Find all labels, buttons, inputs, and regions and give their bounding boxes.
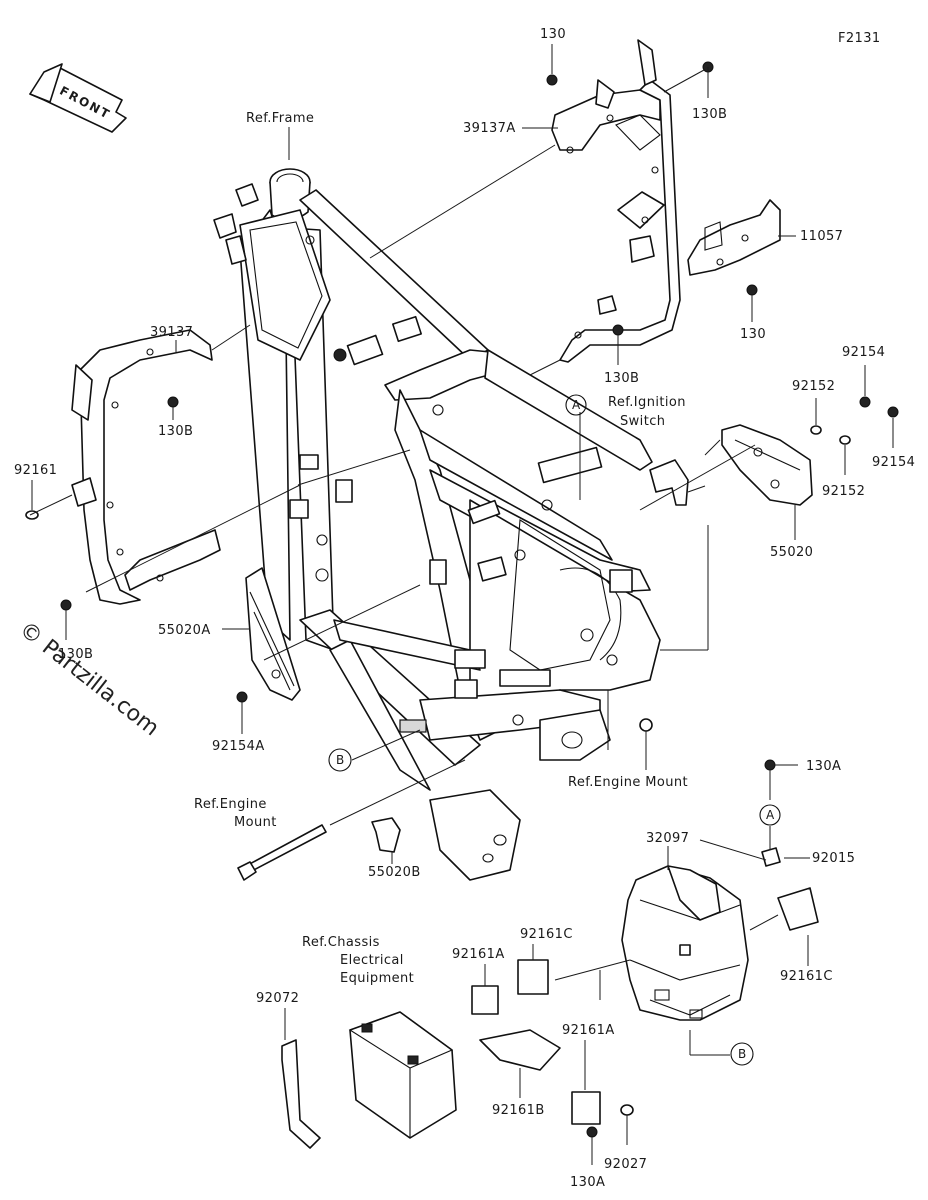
label-ref-chassis-2: Electrical: [340, 953, 404, 968]
label-92161: 92161: [14, 463, 57, 478]
svg-text:A: A: [572, 398, 581, 412]
label-130b-bottom: 130B: [58, 647, 93, 662]
battery-case-32097: [621, 847, 781, 1021]
label-92161a-mid: 92161A: [562, 1023, 615, 1038]
bracket-39137: [71, 329, 221, 605]
battery: [348, 1011, 457, 1139]
engine-mount-bolt: [237, 824, 327, 881]
label-ref-engine-mount-left-1: Ref.Engine: [194, 797, 267, 812]
label-ref-ignition-1: Ref.Ignition: [608, 395, 686, 410]
label-130b-mid: 130B: [604, 371, 639, 386]
figure-id: F2131: [838, 31, 881, 46]
cover-55020: [721, 424, 813, 506]
svg-text:A: A: [766, 808, 775, 822]
main-frame: [213, 168, 661, 881]
label-ref-chassis-1: Ref.Chassis: [302, 935, 380, 950]
label-ref-frame: Ref.Frame: [246, 111, 314, 126]
callout-b-lower: B: [730, 1042, 754, 1066]
label-92161b: 92161B: [492, 1103, 545, 1118]
label-130a-top: 130A: [806, 759, 841, 774]
ignition-bracket: [649, 459, 689, 506]
label-92154-top: 92154: [842, 345, 885, 360]
label-92161c-right: 92161C: [780, 969, 833, 984]
label-130-right: 130: [740, 327, 766, 342]
label-92154a: 92154A: [212, 739, 265, 754]
pads: [471, 887, 819, 1125]
label-11057: 11057: [800, 229, 843, 244]
leader-lines: [29, 44, 894, 1165]
callout-a-upper: A: [565, 394, 587, 416]
label-ref-chassis-3: Equipment: [340, 971, 414, 986]
front-arrow-icon: FRONT: [29, 63, 127, 133]
cover-55020a: [245, 567, 301, 701]
label-130b-top: 130B: [692, 107, 727, 122]
label-55020a: 55020A: [158, 623, 211, 638]
svg-text:B: B: [738, 1047, 746, 1061]
callout-a-lower: A: [759, 804, 781, 826]
label-130a-bottom: 130A: [570, 1175, 605, 1190]
strap-92072: [281, 1039, 321, 1149]
label-39137a: 39137A: [463, 121, 516, 136]
label-92161a-left: 92161A: [452, 947, 505, 962]
label-55020b: 55020B: [368, 865, 421, 880]
label-32097: 32097: [646, 831, 689, 846]
label-39137: 39137: [150, 325, 193, 340]
label-92154-right: 92154: [872, 455, 915, 470]
label-130b-left: 130B: [158, 424, 193, 439]
bracket-39137a: [551, 39, 681, 363]
label-92152-top: 92152: [792, 379, 835, 394]
label-ref-engine-mount-right: Ref.Engine Mount: [568, 775, 688, 790]
label-92027: 92027: [604, 1157, 647, 1172]
bracket-11057: [687, 199, 781, 276]
fasteners: [25, 61, 899, 1138]
label-130-top: 130: [540, 27, 566, 42]
part-labels: Ref.Frame 130 130B 39137A 11057 130 130B…: [14, 27, 915, 1190]
label-ref-ignition-2: Switch: [620, 414, 665, 429]
label-92161c-left: 92161C: [520, 927, 573, 942]
label-55020: 55020: [770, 545, 813, 560]
callout-b-left: B: [328, 748, 352, 772]
label-92015: 92015: [812, 851, 855, 866]
label-ref-engine-mount-left-2: Mount: [234, 815, 277, 830]
label-92072: 92072: [256, 991, 299, 1006]
bracket-55020b: [371, 817, 401, 853]
svg-text:B: B: [336, 753, 344, 767]
watermark: © Partzilla.com: [14, 617, 163, 741]
label-92152-right: 92152: [822, 484, 865, 499]
